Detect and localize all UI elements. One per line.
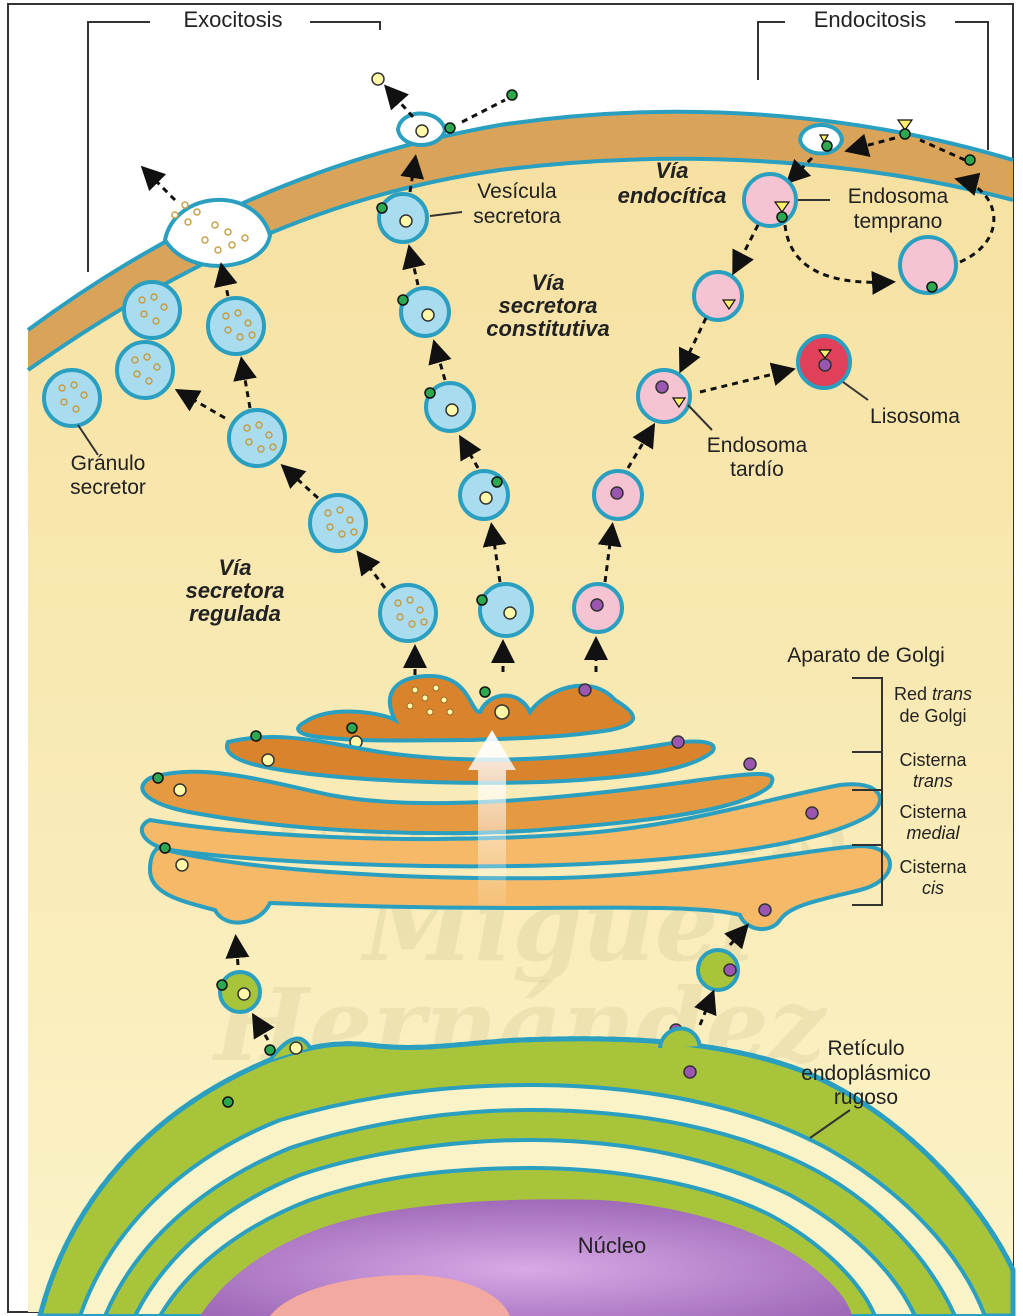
endocytosis-pit (800, 125, 842, 154)
label-cist-medial-2: medial (906, 823, 960, 843)
label-cist-cis-1: Cisterna (899, 857, 967, 877)
label-cist-trans-1: Cisterna (899, 750, 967, 770)
label-endocitosis: Endocitosis (814, 7, 927, 32)
label-endosoma-temprano-2: temprano (854, 210, 943, 233)
label-reticulo-2: endoplásmico (801, 1062, 931, 1085)
label-via-regulada-1: Vía (218, 555, 251, 580)
label-via-endocitica-1: Vía (655, 158, 688, 183)
label-granulo-2: secretor (70, 476, 146, 499)
label-via-constitutiva-3: constitutiva (486, 316, 609, 341)
label-vesicula-2: secretora (473, 205, 561, 228)
label-red-trans-2: de Golgi (899, 706, 966, 726)
label-nucleo: Núcleo (578, 1233, 646, 1258)
label-granulo-1: Gránulo (71, 452, 146, 475)
released-cargo (372, 73, 384, 85)
label-endosoma-tardio-2: tardío (730, 458, 784, 481)
label-red-trans-1: Red trans (894, 684, 972, 704)
label-via-regulada-2: secretora (185, 578, 284, 603)
label-golgi: Aparato de Golgi (787, 644, 945, 667)
label-cist-medial-1: Cisterna (899, 802, 967, 822)
label-via-constitutiva-2: secretora (498, 293, 597, 318)
label-cist-cis-2: cis (922, 878, 944, 898)
label-via-endocitica-2: endocítica (618, 183, 727, 208)
label-endosoma-temprano-1: Endosoma (848, 185, 949, 208)
label-reticulo-1: Retículo (827, 1037, 904, 1060)
label-via-constitutiva-1: Vía (531, 270, 564, 295)
label-vesicula-1: Vesícula (477, 180, 557, 203)
label-cist-trans-2: trans (913, 771, 953, 791)
label-exocitosis: Exocitosis (183, 7, 282, 32)
label-endosoma-tardio-1: Endosoma (707, 434, 808, 457)
label-via-regulada-3: regulada (189, 601, 281, 626)
label-reticulo-3: rugoso (834, 1086, 898, 1109)
label-lisosoma: Lisosoma (870, 405, 960, 428)
